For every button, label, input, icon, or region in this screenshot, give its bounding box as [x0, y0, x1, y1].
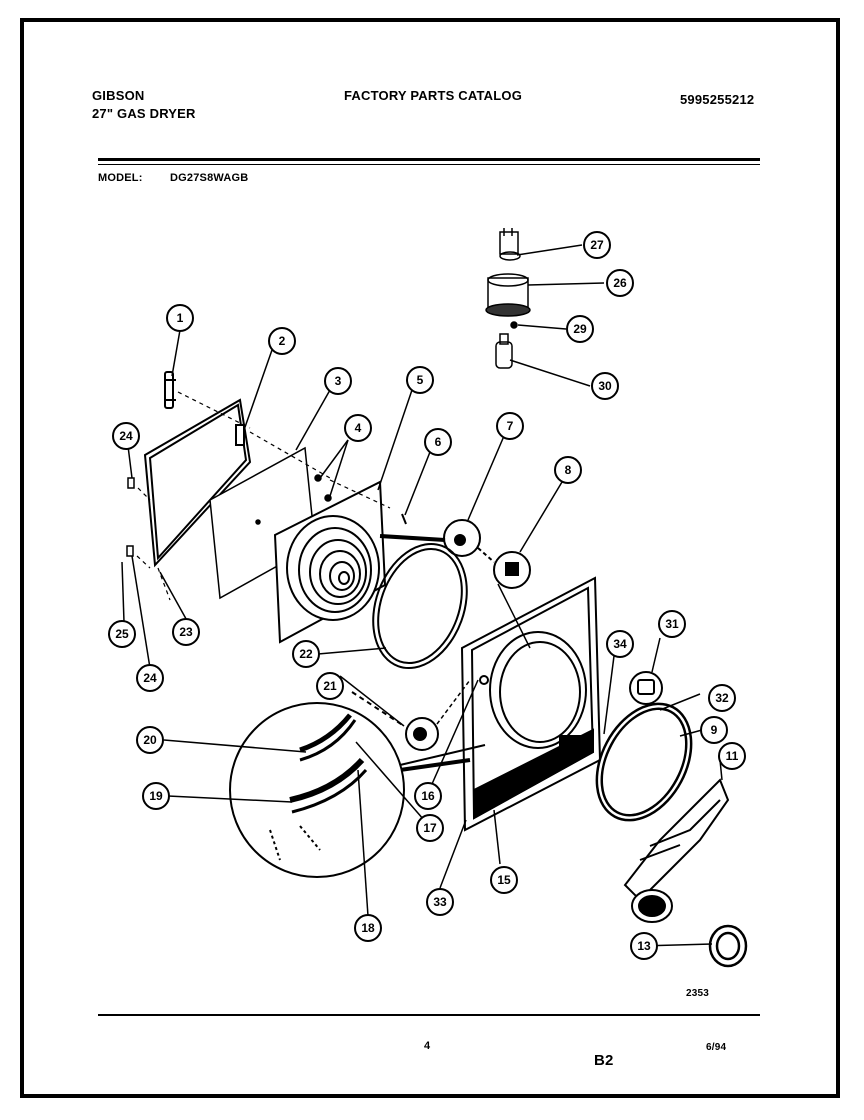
header-rule-thin [98, 164, 760, 165]
footer-rule [98, 1014, 760, 1016]
outer-door-panel [143, 398, 252, 568]
screws-part [314, 474, 332, 502]
callout-leaders [121, 244, 723, 947]
detail-bubble [229, 702, 405, 878]
drawing-number: 2353 [686, 988, 710, 999]
door-strike-part [379, 519, 481, 557]
callout-24-top: 24 [119, 429, 133, 443]
drum-seal-ring [595, 702, 693, 822]
hinge-screws [126, 477, 135, 557]
callout-13: 13 [637, 939, 651, 953]
lamp-lens-part [629, 671, 663, 705]
revision-date: 6/94 [706, 1042, 727, 1053]
callout-3: 3 [335, 374, 342, 388]
callout-34: 34 [613, 637, 627, 651]
callout-16: 16 [421, 789, 435, 803]
callout-26: 26 [613, 276, 627, 290]
model-value: DG27S8WAGB [170, 172, 249, 184]
callout-24-bottom: 24 [143, 671, 157, 685]
callout-5: 5 [417, 373, 424, 387]
catalog-number: 5995255212 [680, 92, 755, 107]
product-name: 27" GAS DRYER [92, 106, 196, 121]
door-switch-part [351, 691, 439, 751]
brand-name: GIBSON [92, 88, 145, 103]
callout-25: 25 [115, 627, 129, 641]
door-handle-part [164, 371, 176, 409]
callout-20: 20 [143, 733, 157, 747]
page-number: 4 [424, 1040, 431, 1052]
callout-8: 8 [565, 463, 572, 477]
callout-11: 11 [726, 749, 739, 763]
callout-9: 9 [711, 723, 718, 737]
callout-2: 2 [279, 334, 286, 348]
callout-18: 18 [361, 921, 375, 935]
header-rule-thick [98, 158, 760, 161]
callout-1: 1 [177, 311, 184, 325]
door-gasket-ring [372, 543, 468, 669]
leader-lines [399, 679, 486, 772]
door-catch-part [477, 547, 531, 589]
callout-29: 29 [573, 322, 587, 336]
assembly-dashes [136, 391, 391, 601]
callout-4: 4 [355, 421, 362, 435]
callout-7: 7 [507, 419, 514, 433]
callout-30: 30 [598, 379, 612, 393]
callout-circles [108, 231, 746, 960]
callout-31: 31 [665, 617, 679, 631]
exhaust-duct-part [623, 778, 730, 923]
callout-23: 23 [179, 625, 193, 639]
callout-19: 19 [149, 789, 163, 803]
callout-labels: 27 26 29 30 1 2 3 4 5 6 7 8 31 34 32 9 1… [115, 238, 738, 953]
callout-33: 33 [433, 895, 447, 909]
callout-22: 22 [299, 647, 313, 661]
callout-27: 27 [590, 238, 604, 252]
catalog-title: FACTORY PARTS CATALOG [344, 88, 523, 103]
callout-32: 32 [715, 691, 729, 705]
section-code: B2 [594, 1052, 614, 1069]
inner-door-panel [273, 480, 387, 644]
pin-part [401, 513, 407, 525]
model-label: MODEL: [98, 172, 143, 184]
thermostat-assembly [485, 228, 531, 369]
callout-21: 21 [323, 679, 337, 693]
page-border [20, 18, 840, 1098]
grommet-ring-part [708, 924, 748, 968]
callout-17: 17 [423, 821, 437, 835]
callout-15: 15 [497, 873, 511, 887]
callout-6: 6 [435, 435, 442, 449]
front-panel [460, 576, 602, 832]
